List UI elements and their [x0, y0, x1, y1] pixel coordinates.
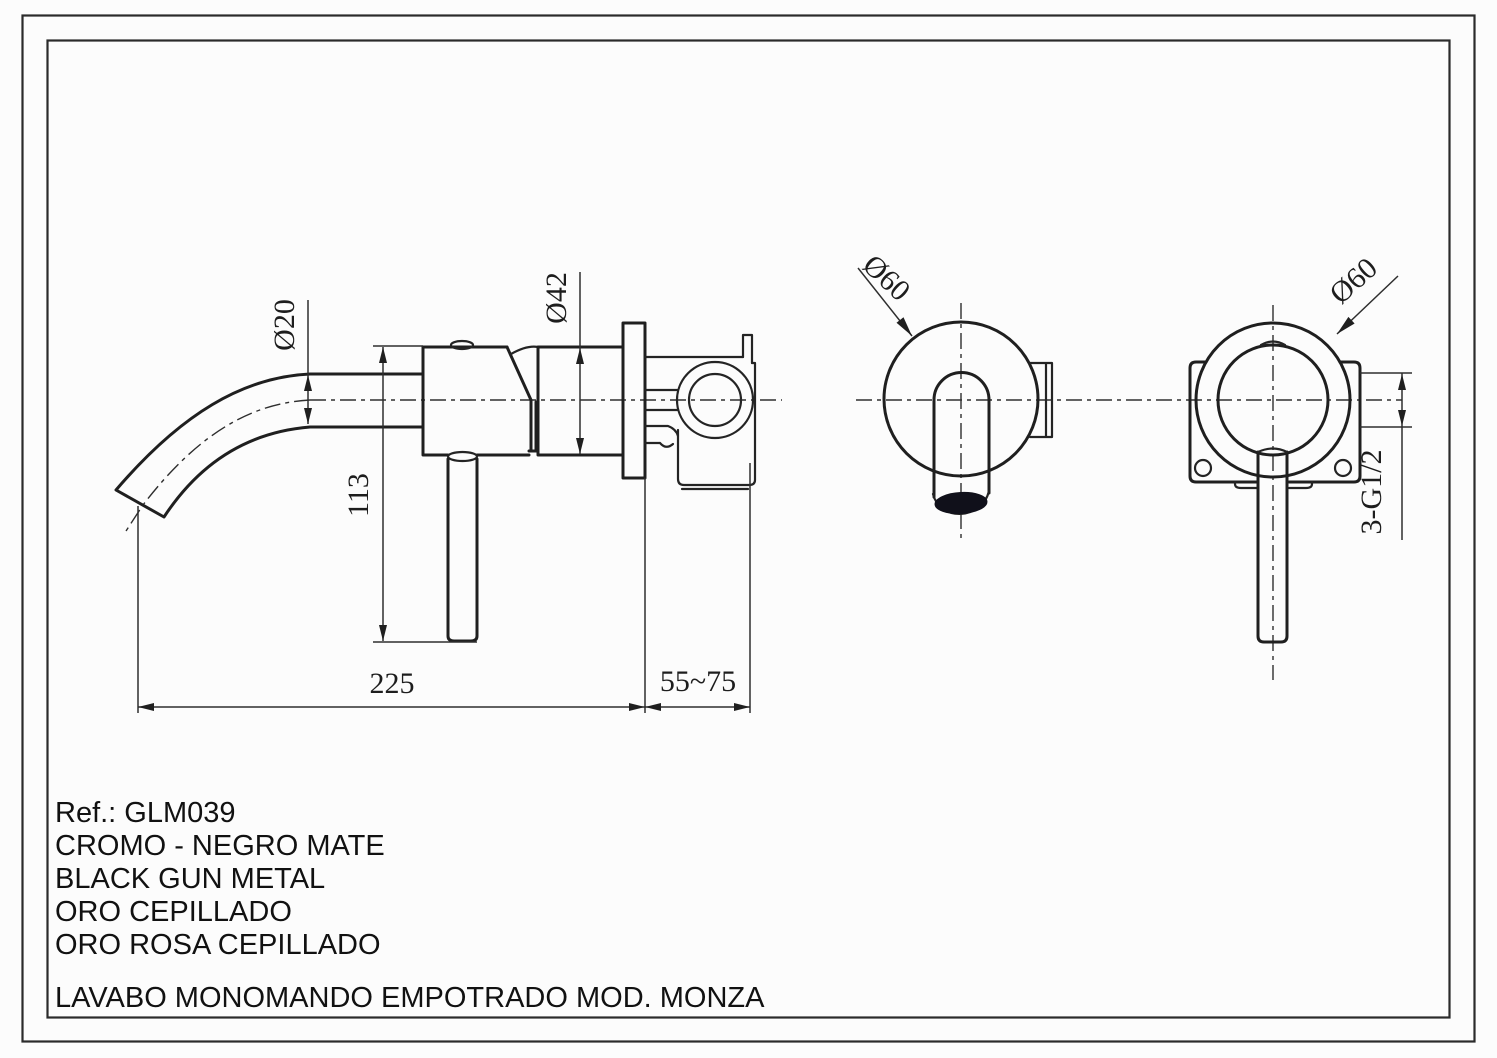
dim-label-mixer-escutcheon: Ø60	[1323, 251, 1383, 310]
valve-port-inner-circle	[687, 372, 743, 428]
title-block: Ref.: GLM039 CROMO - NEGRO MATE BLACK GU…	[55, 797, 765, 1014]
spout-axis-centerline	[125, 399, 311, 532]
wall-plate-side	[621, 321, 647, 480]
handle-ball-top	[1256, 447, 1289, 454]
mounting-plate	[1188, 360, 1362, 490]
mixer-escutcheon-inner-circle	[1216, 343, 1330, 457]
dim-label-spout-escutcheon: Ø60	[856, 248, 916, 307]
spout-cylinder-front	[932, 371, 991, 499]
dim-label-wall-depth: 55~75	[660, 665, 736, 698]
body-left-bottom-edge	[421, 345, 531, 457]
spout-outline	[114, 372, 425, 519]
sheet-borders	[21, 14, 1476, 1043]
handle-joint-ellipse	[446, 450, 479, 463]
handle-bar-outline	[446, 457, 479, 643]
screw-hole-right	[1333, 458, 1353, 478]
finish-option-3: ORO CEPILLADO	[55, 896, 292, 928]
dim-spout-escutcheon: Ø60	[856, 248, 917, 337]
body-tabs-below-plate	[1233, 480, 1314, 490]
dim-lines	[1360, 372, 1412, 540]
dim-lines	[137, 478, 646, 713]
screw-hole-left	[1193, 458, 1213, 478]
spout-bore-opening	[934, 491, 988, 515]
body-shoulder-arc	[509, 345, 540, 356]
handle-bar-front	[1256, 450, 1289, 644]
front-view-mixer: Ø60 3-G1/2	[1188, 251, 1412, 680]
dim-lines	[373, 345, 477, 643]
valve-top-tab	[741, 333, 754, 365]
dim-label-body-diameter: Ø42	[540, 272, 573, 324]
side-view: Ø20 Ø42 113 225 55~75	[114, 272, 782, 713]
mixer-escutcheon-outer-circle	[1194, 321, 1352, 479]
dim-lines	[645, 463, 751, 713]
dim-label-spout-reach: 225	[370, 667, 415, 700]
mounting-plate-outline	[1188, 360, 1362, 484]
handle-tip-bump	[1259, 340, 1287, 347]
mixer-body	[421, 339, 540, 457]
dim-body-diameter: Ø42	[540, 272, 584, 454]
cartridge-cap-ellipse	[449, 339, 475, 351]
outer-border	[21, 14, 1476, 1043]
body-angled-edge	[505, 345, 540, 453]
dim-handle-drop: 113	[342, 345, 477, 643]
handle-lever-front	[1256, 447, 1289, 644]
inner-border	[46, 39, 1451, 1019]
dim-spout-reach: 225	[137, 478, 646, 713]
valve-bracket-detail	[643, 424, 680, 448]
dim-wall-depth: 55~75	[645, 463, 751, 713]
dim-label-spout-diameter: Ø20	[268, 299, 301, 351]
dim-spout-diameter: Ø20	[268, 299, 312, 424]
handle-lever-side	[446, 450, 479, 643]
valve-inlet-stub	[643, 388, 679, 412]
dim-label-handle-drop: 113	[342, 473, 375, 517]
dim-mixer-escutcheon: Ø60	[1323, 251, 1399, 335]
concealed-valve-body	[643, 333, 757, 491]
escutcheon-side-tab	[1028, 361, 1054, 439]
dim-connection-thread: 3-G1/2	[1355, 372, 1412, 540]
valve-port-outer-circle	[675, 360, 755, 440]
valve-right-outline	[676, 361, 757, 487]
finish-option-2: BLACK GUN METAL	[55, 863, 325, 895]
finish-option-4: ORO ROSA CEPILLADO	[55, 929, 381, 961]
finish-option-1: CROMO - NEGRO MATE	[55, 830, 385, 862]
reference-number: Ref.: GLM039	[55, 797, 236, 829]
dim-label-connection-thread: 3-G1/2	[1355, 450, 1388, 535]
product-title: LAVABO MONOMANDO EMPOTRADO MOD. MONZA	[55, 982, 765, 1014]
front-view-spout: Ø60	[856, 248, 1402, 543]
spout-escutcheon-circle	[882, 320, 1040, 478]
